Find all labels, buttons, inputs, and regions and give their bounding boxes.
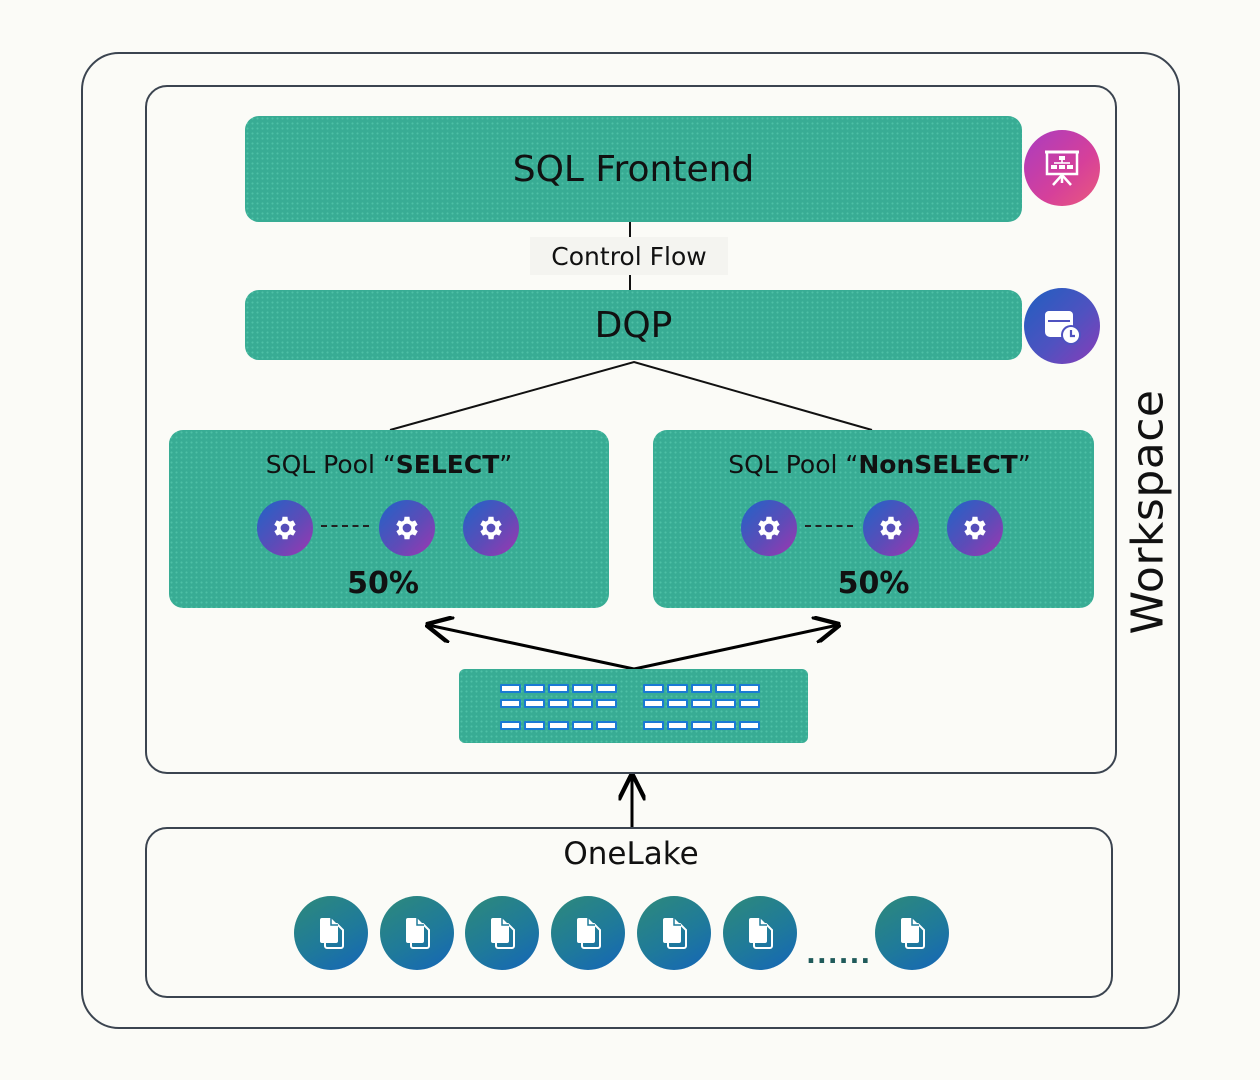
node-ellipsis-dashes	[321, 525, 369, 527]
compute-container	[145, 85, 1117, 774]
pool-title-prefix: SQL Pool “	[728, 450, 859, 479]
document-icon	[406, 918, 430, 949]
pool-title-suffix: ”	[499, 450, 513, 479]
storage-cell	[643, 699, 664, 708]
presentation-org-chart-icon	[1045, 150, 1079, 186]
gear-icon	[274, 516, 296, 540]
storage-cell	[739, 684, 760, 693]
pool-select-share: 50%	[347, 566, 419, 601]
onelake-file	[637, 896, 711, 970]
storage-cell	[596, 699, 617, 708]
storage-cell	[596, 721, 617, 730]
storage-cell	[548, 721, 569, 730]
document-icon	[901, 918, 925, 949]
frontend-badge	[1024, 130, 1100, 206]
storage-cell	[524, 721, 545, 730]
storage-cell	[715, 721, 736, 730]
dqp-badge	[1024, 288, 1100, 364]
storage-cell	[715, 684, 736, 693]
pool-title-suffix: ”	[1017, 450, 1031, 479]
sql-pool-nonselect: SQL Pool “NonSELECT” 50%	[653, 430, 1094, 608]
pool-nonselect-title: SQL Pool “NonSELECT”	[665, 450, 1094, 479]
storage-cell	[739, 699, 760, 708]
workspace-container	[81, 52, 1180, 1029]
storage-cell	[643, 721, 664, 730]
gear-icon	[880, 516, 902, 540]
pool-name: NonSELECT	[858, 450, 1018, 479]
storage-cell	[572, 699, 593, 708]
onelake-file	[875, 896, 949, 970]
storage-cell	[667, 684, 688, 693]
cache-to-nonselect-arrow	[633, 625, 838, 671]
cache-to-select-arrow	[428, 625, 635, 671]
storage-cell	[739, 721, 760, 730]
storage-cell	[524, 699, 545, 708]
compute-node	[379, 500, 435, 556]
gear-icon	[396, 516, 418, 540]
onelake-container	[145, 827, 1113, 998]
dqp-to-pools-lines	[389, 360, 873, 431]
pool-title-prefix: SQL Pool “	[265, 450, 396, 479]
storage-cell	[524, 684, 545, 693]
storage-cell	[500, 721, 521, 730]
storage-cell	[643, 684, 664, 693]
document-icon	[577, 918, 601, 949]
onelake-file	[723, 896, 797, 970]
document-icon	[749, 918, 773, 949]
onelake-file	[465, 896, 539, 970]
storage-cell	[667, 721, 688, 730]
compute-node	[863, 500, 919, 556]
onelake-label: OneLake	[563, 836, 699, 872]
gear-icon	[480, 516, 502, 540]
compute-node	[947, 500, 1003, 556]
storage-cell	[715, 699, 736, 708]
storage-cell	[500, 684, 521, 693]
sql-frontend-block: SQL Frontend	[245, 116, 1022, 222]
onelake-file	[294, 896, 368, 970]
onelake-file	[551, 896, 625, 970]
workspace-label: Workspace	[1122, 389, 1174, 635]
pool-select-title: SQL Pool “SELECT”	[169, 450, 609, 479]
gear-icon	[964, 516, 986, 540]
storage-cell	[691, 684, 712, 693]
pool-nonselect-share: 50%	[837, 566, 910, 601]
storage-cell	[500, 699, 521, 708]
storage-cell	[548, 684, 569, 693]
storage-cell	[691, 721, 712, 730]
storage-cells-icon	[459, 669, 808, 743]
dqp-block: DQP	[245, 290, 1022, 360]
control-flow-label: Control Flow	[530, 237, 728, 275]
storage-cell	[691, 699, 712, 708]
compute-node	[257, 500, 313, 556]
pool-name: SELECT	[395, 450, 500, 479]
storage-cell	[667, 699, 688, 708]
document-icon	[491, 918, 515, 949]
storage-cell	[548, 699, 569, 708]
sql-frontend-label: SQL Frontend	[512, 148, 755, 190]
sql-pool-select: SQL Pool “SELECT” 50%	[169, 430, 609, 608]
files-ellipsis: ......	[806, 940, 872, 970]
calendar-clock-icon	[1045, 311, 1081, 345]
dqp-label: DQP	[594, 304, 673, 346]
storage-cell	[572, 721, 593, 730]
storage-cell	[572, 684, 593, 693]
document-icon	[320, 918, 344, 949]
onelake-file	[380, 896, 454, 970]
gear-icon	[758, 516, 780, 540]
node-ellipsis-dashes	[805, 525, 853, 527]
document-icon	[663, 918, 687, 949]
storage-cell	[596, 684, 617, 693]
compute-node	[741, 500, 797, 556]
compute-node	[463, 500, 519, 556]
